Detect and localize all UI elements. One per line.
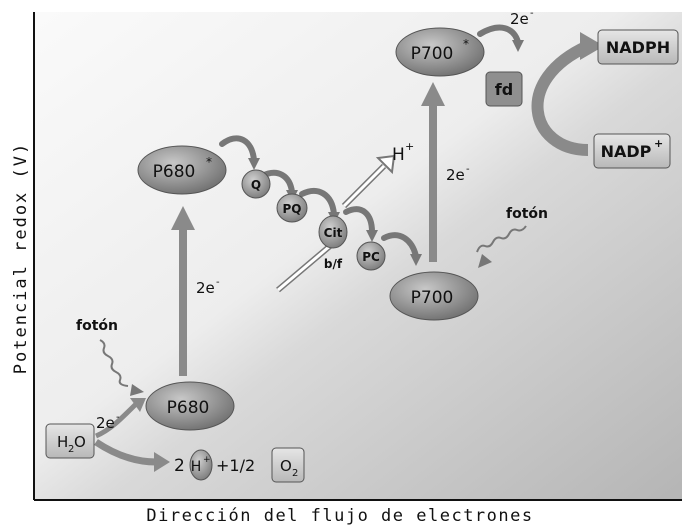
ps1-excitation-arrow: [421, 82, 445, 262]
svg-text:+: +: [654, 137, 663, 150]
svg-text:2e: 2e: [96, 414, 115, 432]
photon-wave-ps1: [476, 225, 527, 268]
p680-star-node: P680 *: [137, 145, 227, 195]
svg-text:O: O: [280, 457, 292, 475]
svg-text:2e: 2e: [446, 166, 465, 184]
photon-label-ps2: fotón: [76, 318, 118, 334]
nadph-box: NADPH: [597, 29, 679, 65]
svg-text:-: -: [530, 8, 534, 19]
svg-text:P700: P700: [411, 288, 454, 308]
oxygen-box: O 2: [271, 447, 305, 483]
svg-text:-: -: [116, 412, 120, 423]
svg-text:H: H: [57, 433, 68, 451]
svg-text:NADP: NADP: [601, 142, 652, 161]
nadp-reduction-arrow: [531, 40, 591, 156]
bf-label: b/f: [324, 257, 343, 271]
p700-star-node: P700 *: [395, 27, 485, 77]
pq-carrier: PQ: [276, 193, 308, 223]
proton-released-label: H +: [392, 140, 414, 165]
svg-text:Q: Q: [251, 178, 261, 192]
y-axis-label: Potencial redox (V): [11, 142, 31, 374]
svg-text:H: H: [392, 145, 405, 165]
svg-text:PQ: PQ: [283, 202, 302, 216]
electron-label-ps1: 2e -: [446, 164, 470, 184]
svg-text:P700: P700: [411, 44, 454, 64]
svg-text:P680: P680: [167, 398, 210, 418]
svg-text:+: +: [405, 140, 414, 153]
electron-label-water: 2e -: [96, 412, 120, 432]
svg-text:H: H: [191, 459, 202, 475]
water-splitting-arrows: [94, 398, 170, 472]
svg-text:2e: 2e: [196, 279, 215, 297]
svg-text:P680: P680: [153, 162, 196, 182]
svg-text:*: *: [206, 155, 212, 169]
electron-label-ps2: 2e -: [196, 277, 220, 297]
fd-box: fd: [485, 71, 523, 107]
x-axis-label: Dirección del flujo de electrones: [146, 506, 533, 526]
svg-text:NADPH: NADPH: [606, 38, 670, 57]
pc-carrier: PC: [356, 241, 386, 271]
svg-text:Cit: Cit: [324, 226, 343, 240]
nadp-box: NADP +: [593, 133, 671, 169]
svg-text:2: 2: [292, 468, 298, 479]
p700-node: P700: [389, 271, 479, 321]
ps2-excitation-arrow: [171, 206, 195, 376]
proton-product: H +: [189, 449, 213, 481]
svg-text:-: -: [466, 164, 470, 175]
svg-text:2: 2: [68, 444, 74, 455]
water-box: H 2 O: [45, 423, 95, 459]
proton-pump-arrows: [276, 154, 396, 293]
products-coefficient: 2: [174, 456, 185, 476]
svg-text:-: -: [216, 277, 220, 288]
svg-text:fd: fd: [495, 80, 513, 99]
products-half-oxygen: +1/2: [216, 456, 255, 475]
svg-text:2e: 2e: [510, 10, 529, 28]
q-carrier: Q: [241, 169, 271, 199]
svg-text:+: +: [203, 455, 211, 465]
p680-node: P680: [145, 381, 235, 431]
photon-wave-ps2: [99, 339, 144, 396]
photon-label-ps1: fotón: [506, 206, 548, 222]
svg-text:PC: PC: [362, 250, 380, 264]
nadp-reduction-arrowhead: [580, 32, 604, 60]
svg-text:O: O: [74, 433, 86, 451]
svg-text:*: *: [463, 37, 469, 51]
electron-label-fd: 2e -: [510, 8, 534, 28]
cytochrome-bf-carrier: Cit b/f: [318, 215, 348, 271]
